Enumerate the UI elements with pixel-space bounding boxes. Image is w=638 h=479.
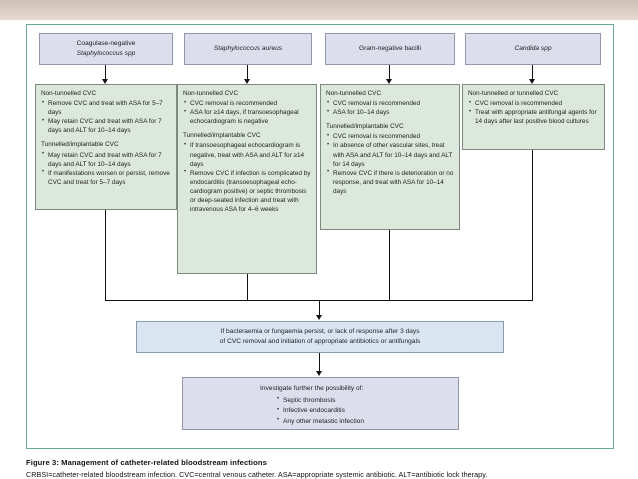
section-subhead: Tunnelled/implantable CVC	[41, 141, 119, 149]
content-box-gram-negative-bacilli[interactable]: Non-tunnelled CVC CVC removal is recomme…	[320, 84, 460, 230]
header-box-candida-spp[interactable]: Candida spp	[465, 33, 601, 65]
bullet-item: Remove CVC if infection is complicated b…	[183, 168, 311, 214]
bullet-item: Treat with appropriate antifungal agents…	[468, 108, 599, 126]
connector-stem-to-persist	[319, 300, 321, 317]
section-bullet-list: CVC removal is recommended Treat with ap…	[468, 99, 599, 126]
header-line-1: Gram-negative bacilli	[359, 45, 421, 53]
arrowhead-col4	[529, 79, 536, 84]
bullet-item: Infective endocarditis	[276, 406, 458, 417]
bullet-item: ASA for 10–14 days	[326, 108, 454, 117]
investigate-bullet-list: Septic thrombosis Infective endocarditis…	[276, 395, 458, 428]
section-bullet-list: CVC removal is recommended ASA for ≥14 d…	[183, 99, 311, 126]
header-line-1: Staphylococcus aureus	[213, 45, 283, 53]
header-box-gram-negative-bacilli[interactable]: Gram-negative bacilli	[325, 33, 455, 65]
content-box-staphylococcus-aureus[interactable]: Non-tunnelled CVC CVC removal is recomme…	[177, 84, 317, 274]
section-subhead: Non-tunnelled or tunnelled CVC	[468, 90, 559, 97]
section-subhead: Tunnelled/implantable CVC	[326, 123, 404, 131]
bullet-item: CVC removal is recommended	[326, 132, 454, 141]
caption-title: Figure 3: Management of catheter-related…	[26, 458, 267, 467]
section-bullet-list: May retain CVC and treat with ASA for 7 …	[41, 150, 171, 187]
section-subhead: Non-tunnelled CVC	[41, 90, 97, 97]
connector-line-col4	[532, 65, 534, 81]
bullet-item: If manifestations worsen or persist, rem…	[41, 168, 171, 187]
persist-node[interactable]: If bacteraemia or fungaemia persist, or …	[136, 321, 504, 353]
section-subhead: Non-tunnelled CVC	[183, 90, 239, 97]
section-bullet-list: Remove CVC and treat with ASA for 5–7 da…	[41, 99, 171, 135]
section-bullet-list: CVC removal is recommended In absence of…	[326, 132, 454, 196]
content-box-candida-spp[interactable]: Non-tunnelled or tunnelled CVC CVC remov…	[462, 84, 605, 150]
connector-line-col1	[105, 65, 107, 81]
bullet-item: ASA for ≥14 days, if transoesophageal ec…	[183, 108, 311, 126]
section-subhead: Tunnelled/implantable CVC	[183, 132, 261, 140]
section-bullet-list: CVC removal is recommended ASA for 10–14…	[326, 99, 454, 117]
bullet-item: Remove CVC and treat with ASA for 5–7 da…	[41, 99, 171, 117]
connector-line-col2	[247, 65, 249, 81]
header-line-1: Candida spp	[514, 45, 552, 53]
bullet-item: If transoesophageal echocardiogram is ne…	[183, 141, 311, 168]
persist-line-2: of CVC removal and initiation of appropr…	[219, 338, 421, 345]
header-line-2: Staphylococcus spp	[76, 50, 136, 57]
section-subhead: Non-tunnelled CVC	[326, 90, 382, 97]
persist-line-1: If bacteraemia or fungaemia persist, or …	[220, 327, 420, 335]
bullet-item: Septic thrombosis	[276, 395, 458, 407]
investigate-title: Investigate further the possibility of:	[260, 385, 364, 392]
connector-line-col3	[389, 65, 391, 81]
header-box-staphylococcus-aureus[interactable]: Staphylococcus aureus	[184, 33, 312, 65]
figure-page: Coagulase-negative Staphylococcus spp St…	[0, 20, 638, 479]
investigate-node[interactable]: Investigate further the possibility of: …	[182, 377, 459, 430]
content-box-coagulase-negative-staphylococcus[interactable]: Non-tunnelled CVC Remove CVC and treat w…	[35, 84, 177, 210]
bullet-item: May retain CVC and treat with ASA for 7 …	[41, 117, 171, 135]
bullet-item: Any other metastic infection	[276, 416, 458, 428]
arrowhead-col3	[386, 79, 393, 84]
arrowhead-to-investigate	[316, 371, 323, 376]
connector-drop-col2	[247, 274, 249, 301]
header-line-1: Coagulase-negative	[76, 40, 136, 48]
bullet-item: CVC removal is recommended	[326, 99, 454, 108]
connector-drop-col4	[532, 150, 534, 301]
bullet-item: CVC removal is recommended	[468, 99, 599, 108]
slide-top-strip	[0, 0, 638, 20]
connector-stem-to-investigate	[319, 353, 321, 373]
arrowhead-to-persist	[316, 315, 323, 320]
caption-footnote: CRBSI=catheter-related bloodstream infec…	[26, 470, 488, 479]
connector-drop-col1	[105, 210, 107, 301]
connector-drop-col3	[389, 230, 391, 301]
flowchart-diagram: Coagulase-negative Staphylococcus spp St…	[27, 25, 613, 448]
header-box-coagulase-negative-staphylococcus[interactable]: Coagulase-negative Staphylococcus spp	[39, 33, 173, 65]
arrowhead-col2	[244, 79, 251, 84]
bullet-item: CVC removal is recommended	[183, 99, 311, 108]
bullet-item: May retain CVC and treat with ASA for 7 …	[41, 150, 171, 169]
figure-caption: Figure 3: Management of catheter-related…	[26, 458, 626, 479]
section-bullet-list: If transoesophageal echocardiogram is ne…	[183, 141, 311, 214]
bullet-item: In absence of other vascular sites, trea…	[326, 141, 454, 168]
bullet-item: Remove CVC if there is deterioration or …	[326, 168, 454, 196]
diagram-frame: Coagulase-negative Staphylococcus spp St…	[26, 24, 614, 449]
arrowhead-col1	[102, 79, 109, 84]
